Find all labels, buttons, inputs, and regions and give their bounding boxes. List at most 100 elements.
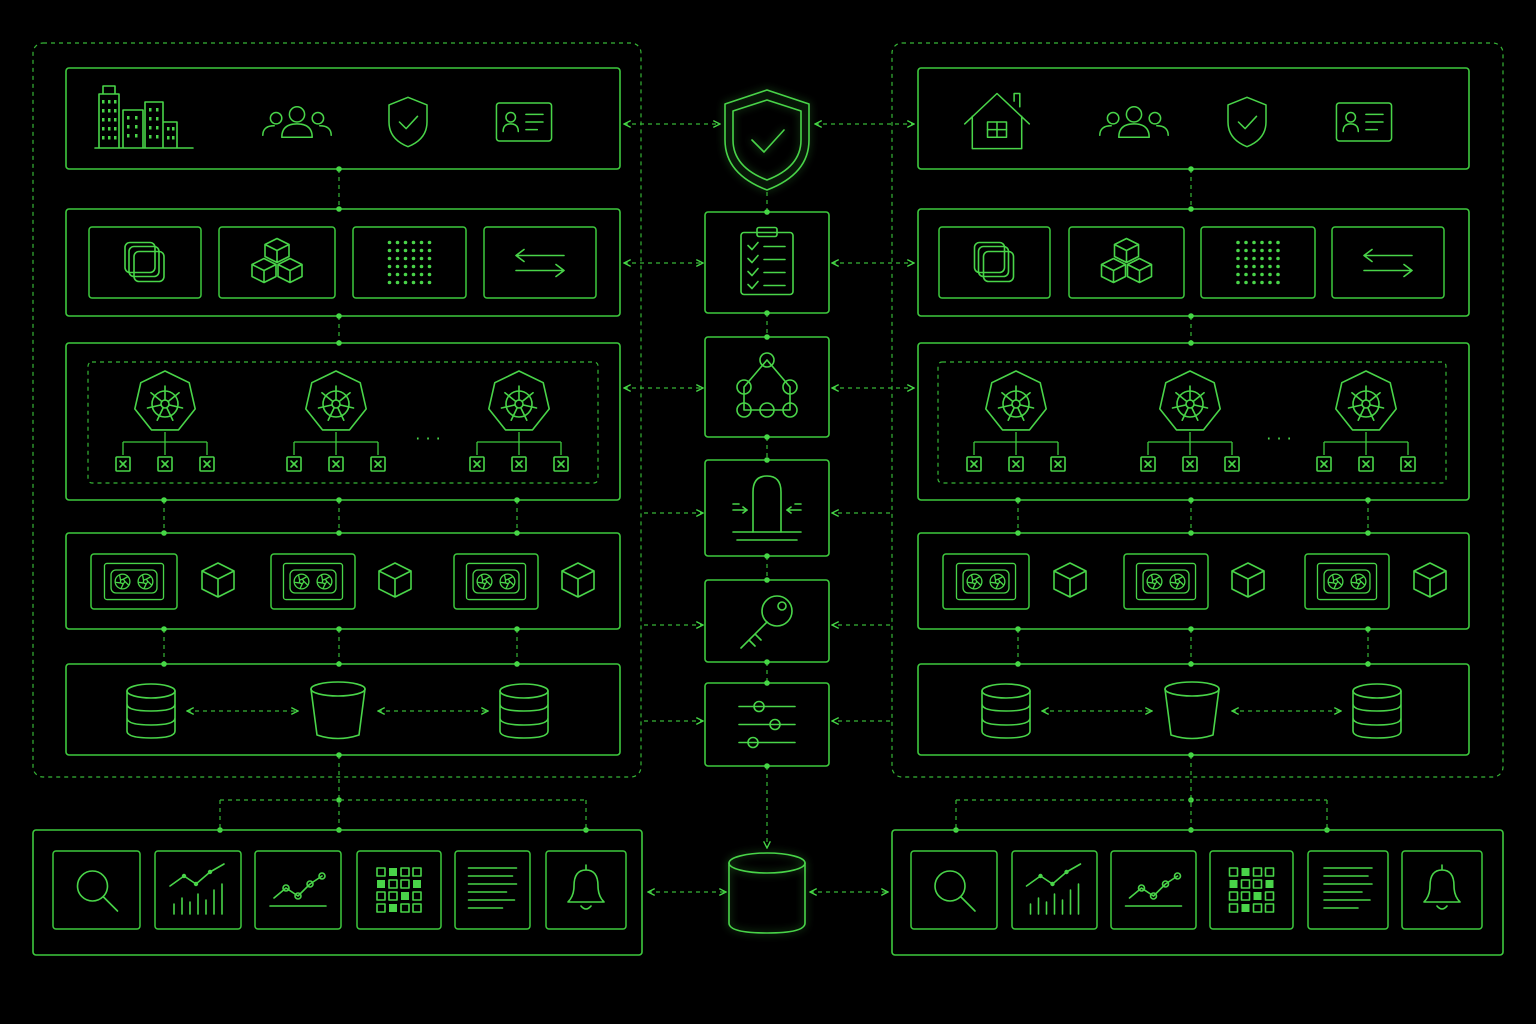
center-gateway-icon [732,475,802,541]
center-clipboard-checklist-icon [740,226,794,296]
connector-dot [336,313,342,319]
connector-dot [336,661,342,667]
right-shield-check-icon [1227,96,1267,148]
left-tool-tile [52,850,141,930]
left-pod-icon [511,456,527,472]
right-grid-icon [1228,867,1275,913]
right-exchange-arrows-icon [1363,248,1413,278]
connector-dot [161,497,167,503]
left-gpu-card-icon [103,562,165,601]
right-kubernetes-node-icon [1158,370,1222,431]
right-tool-tile [1307,850,1389,930]
left-line-chart-icon [269,872,327,907]
left-gpu-card-frame [90,553,178,610]
right-layers-icon [973,241,1015,283]
ellipsis-left: · · · [415,429,440,448]
center-sliders-icon [738,700,796,749]
left-pod-icon [286,456,302,472]
left-tools-row [32,829,643,956]
connector-dot [161,530,167,536]
connector-dot [1188,626,1194,632]
left-storage-row [65,663,621,756]
connector-dot [764,763,770,769]
left-platform-tile [88,226,202,299]
left-kubernetes-node-icon [304,370,368,431]
right-platform-tile [1331,226,1445,299]
center-service-box [704,579,830,663]
connector-dot [764,577,770,583]
right-cube-icon [1231,562,1265,598]
right-database-icon [1352,683,1402,739]
connector-dot [336,206,342,212]
right-platform-tile [1068,226,1185,299]
right-id-card-icon [1335,102,1393,142]
left-office-buildings-icon [94,85,194,149]
right-tools-row [891,829,1504,956]
connector-dot [1188,313,1194,319]
left-bar-trend-icon [169,863,225,915]
connector-dot [764,457,770,463]
right-tool-tile [1401,850,1483,930]
left-kubernetes-row [65,342,621,501]
connector-dot [336,752,342,758]
left-pod-icon [469,456,485,472]
right-line-chart-icon [1124,872,1183,907]
left-user-group-icon [262,106,332,138]
right-kubernetes-cluster-group [937,361,1447,484]
connector-dot [764,659,770,665]
connector-dot [1365,626,1371,632]
left-gpu-card-icon [465,562,527,601]
right-kubernetes-node-icon [984,370,1048,431]
left-identity-row [65,67,621,170]
left-database-icon [499,683,549,739]
left-kubernetes-node-icon [487,370,551,431]
connector-dot [1188,530,1194,536]
left-cube-icon [201,562,235,598]
connector-dot [1188,752,1194,758]
connector-dot [1188,340,1194,346]
connector-dot [336,626,342,632]
right-tool-tile [1011,850,1098,930]
connector-dot [336,797,342,803]
left-platform-tile [218,226,336,299]
left-cube-icon [561,562,595,598]
left-pod-icon [370,456,386,472]
left-gpu-card-frame [270,553,356,610]
right-pod-icon [1140,456,1156,472]
connector-dot [1015,530,1021,536]
left-gpu-card-icon [282,562,344,601]
connector-dot [1365,661,1371,667]
connector-dot [764,310,770,316]
right-bucket-icon [1164,681,1220,740]
left-gpu-card-frame [453,553,539,610]
right-cube-icon [1413,562,1447,598]
right-tool-tile [1209,850,1294,930]
left-tool-tile [545,850,627,930]
right-tool-tile [1110,850,1197,930]
left-id-card-icon [495,102,553,142]
right-gpu-card-icon [955,562,1017,601]
center-service-box [704,336,830,438]
left-platform-tile [483,226,597,299]
connector-dot [336,166,342,172]
connector-dot [514,661,520,667]
center-network-graph-icon [736,352,798,418]
ellipsis-right: · · · [1266,429,1291,448]
left-cluster-boundary [32,42,642,778]
right-platform-row [917,208,1470,317]
connector-dot [336,530,342,536]
left-pod-icon [328,456,344,472]
right-platform-tile [1200,226,1316,299]
right-search-icon [934,870,976,912]
left-cubes-icon [251,237,303,284]
right-pod-icon [1008,456,1024,472]
center-shield-check-icon [724,89,810,191]
right-pod-icon [1358,456,1374,472]
left-bucket-icon [310,681,366,740]
left-kubernetes-node-icon [133,370,197,431]
connector-dot [1365,497,1371,503]
right-gpu-card-icon [1316,562,1378,601]
connector-dot [764,334,770,340]
connector-dot [764,434,770,440]
